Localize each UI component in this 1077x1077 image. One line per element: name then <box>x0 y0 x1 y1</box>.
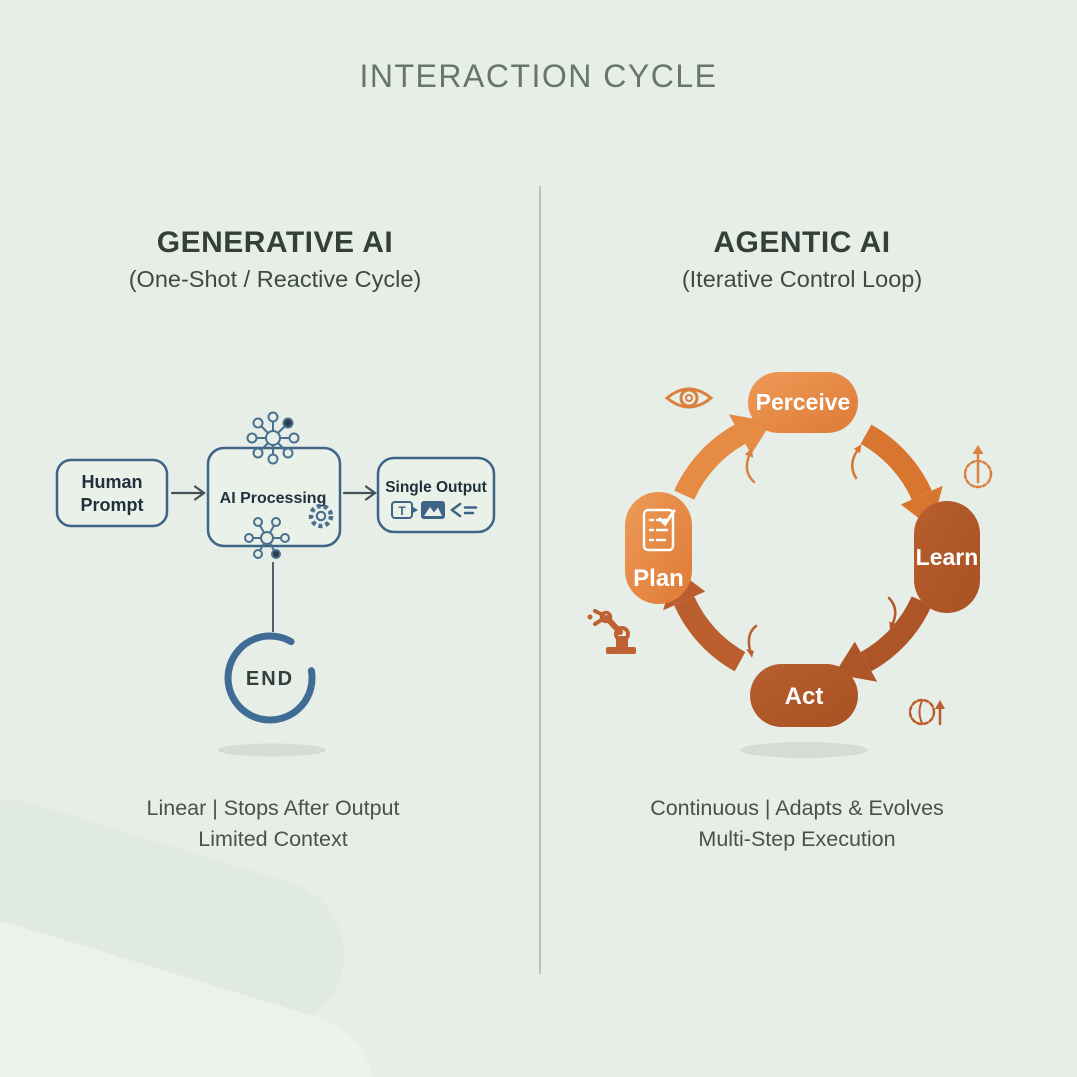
code-output-icon <box>449 502 478 518</box>
arrow-prompt-to-processing <box>170 485 206 501</box>
page-title: INTERACTION CYCLE <box>359 58 718 94</box>
arrow-processing-to-output <box>342 485 377 501</box>
robot-arm-icon <box>587 609 636 654</box>
image-output-icon <box>421 501 445 519</box>
text-output-glyph: T <box>398 504 406 518</box>
cycle-arrows <box>663 414 943 682</box>
text-output-icon: T <box>391 501 418 519</box>
ai-processing-label: AI Processing <box>220 490 327 507</box>
background-shape <box>0 902 392 1077</box>
plan-node <box>625 492 692 604</box>
human-prompt-box <box>55 458 169 528</box>
cycle-shadow <box>740 742 868 758</box>
column-divider <box>539 186 541 974</box>
human-prompt-label-line1: Human <box>81 472 142 492</box>
human-prompt-label-line2: Prompt <box>81 495 144 515</box>
neural-network-icon <box>244 517 290 559</box>
inner-swoosh-arrows <box>744 444 897 658</box>
neural-network-icon <box>246 411 300 465</box>
single-output-label: Single Output <box>385 479 487 496</box>
perceive-node <box>748 372 858 433</box>
agentic-caption-line2: Multi-Step Execution <box>698 827 896 851</box>
gear-icon <box>308 503 334 529</box>
brain-up-arrow-icon <box>908 698 945 726</box>
eye-icon <box>664 387 714 409</box>
learn-label: Learn <box>916 544 979 570</box>
act-node <box>750 664 858 727</box>
perceive-label: Perceive <box>756 389 851 415</box>
generative-caption: Linear | Stops After Output Limited Cont… <box>38 793 508 855</box>
learn-node <box>914 501 980 613</box>
generative-heading: GENERATIVE AI <box>156 226 394 259</box>
agentic-caption: Continuous | Adapts & Evolves Multi-Step… <box>562 793 1032 855</box>
agentic-caption-line1: Continuous | Adapts & Evolves <box>650 796 944 820</box>
end-label: END <box>246 668 294 690</box>
agentic-subheading: (Iterative Control Loop) <box>681 266 923 292</box>
end-circle <box>224 632 316 724</box>
act-label: Act <box>785 683 824 710</box>
generative-caption-line2: Limited Context <box>198 827 348 851</box>
plan-label: Plan <box>633 565 684 592</box>
agentic-heading: AGENTIC AI <box>713 226 891 259</box>
generative-flow-diagram: Human Prompt AI Processing <box>55 411 496 757</box>
brain-gauge-up-icon <box>963 445 993 489</box>
agentic-cycle-diagram: Perceive Learn Act Plan <box>587 372 993 758</box>
generative-subheading: (One-Shot / Reactive Cycle) <box>128 266 422 292</box>
flow-shadow <box>218 743 326 757</box>
checklist-icon <box>642 508 676 552</box>
generative-caption-line1: Linear | Stops After Output <box>146 796 400 820</box>
